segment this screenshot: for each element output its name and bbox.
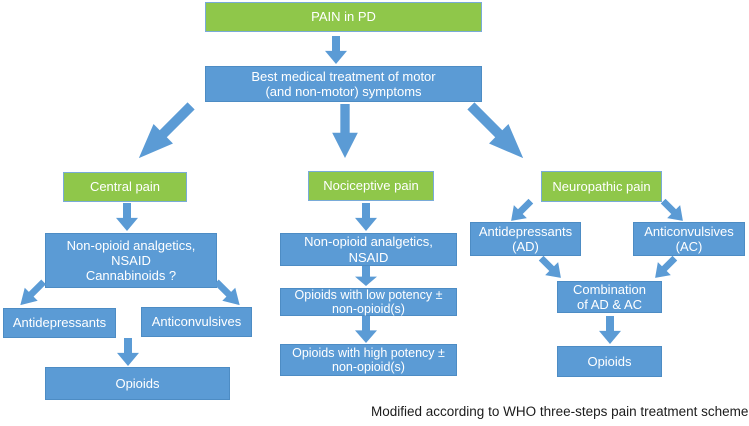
node-central-pain: Central pain xyxy=(63,172,187,202)
treatment-to-nociceptive-arrow-icon xyxy=(331,104,359,158)
node-anticonvulsives: Anticonvulsives xyxy=(141,307,252,337)
nonopioid-to-low-potency-arrow-icon xyxy=(354,266,378,286)
node-opioids-low-potency: Opioids with low potency ± non-opioid(s) xyxy=(280,288,457,316)
node-opioids-high-potency: Opioids with high potency ± non-opioid(s… xyxy=(280,344,457,376)
low-to-high-potency-arrow-icon xyxy=(354,316,378,343)
neuropathic-to-ad-arrow-icon xyxy=(504,194,538,228)
central-to-nonopioid-arrow-icon xyxy=(115,203,139,231)
node-combination-ad-ac: Combination of AD & AC xyxy=(557,281,662,313)
ac-to-combination-arrow-icon xyxy=(648,251,682,285)
node-opioids-neuropathic: Opioids xyxy=(557,346,662,377)
node-nociceptive-pain: Nociceptive pain xyxy=(308,171,434,201)
nonopioid-to-antidepressants-arrow-icon xyxy=(13,275,50,312)
node-anticonvulsives-ac: Anticonvulsives (AC) xyxy=(633,222,745,256)
combination-to-opioids-arrow-icon xyxy=(598,316,622,344)
pain-to-treatment-arrow-icon xyxy=(324,36,348,64)
treatment-to-neuropathic-arrow-icon xyxy=(460,95,534,169)
to-opioids-central-arrow-icon xyxy=(116,338,140,366)
neuropathic-to-ac-arrow-icon xyxy=(656,194,690,228)
node-neuropathic-pain: Neuropathic pain xyxy=(541,171,662,202)
source-caption: Modified according to WHO three-steps pa… xyxy=(371,404,749,419)
node-nociceptive-non-opioid: Non-opioid analgetics, NSAID xyxy=(280,233,457,266)
node-best-medical-treatment: Best medical treatment of motor (and non… xyxy=(205,66,482,102)
nonopioid-to-anticonvulsives-arrow-icon xyxy=(209,275,246,312)
node-pain-in-pd: PAIN in PD xyxy=(205,2,482,32)
ad-to-combination-arrow-icon xyxy=(534,251,568,285)
node-central-non-opioid: Non-opioid analgetics, NSAID Cannabinoid… xyxy=(45,233,217,288)
treatment-to-central-arrow-icon xyxy=(128,95,202,169)
nociceptive-to-nonopioid-arrow-icon xyxy=(354,203,378,231)
node-opioids-central: Opioids xyxy=(45,367,230,400)
node-antidepressants: Antidepressants xyxy=(3,308,116,338)
node-antidepressants-ad: Antidepressants (AD) xyxy=(470,222,581,256)
